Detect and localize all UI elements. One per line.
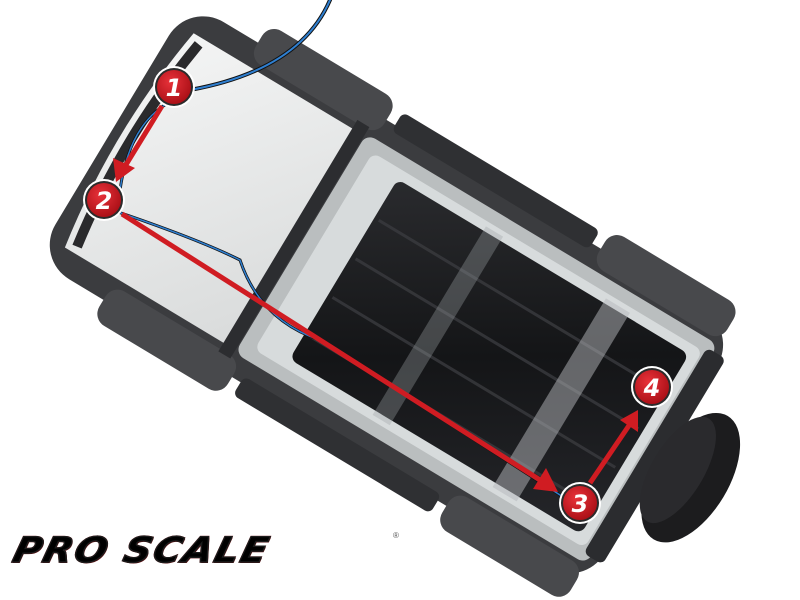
arrow-2-to-3 — [120, 211, 558, 492]
front-fender-bottom — [97, 289, 237, 391]
logo-text: PRO SCALE — [8, 529, 275, 571]
svg-text:2: 2 — [96, 187, 113, 215]
spare-tire — [639, 412, 741, 543]
rear-fender-top — [596, 235, 736, 337]
routing-arrows — [113, 104, 638, 492]
side-step-top — [393, 114, 598, 248]
clear-strap-2 — [492, 298, 630, 502]
step-marker-3: 3 — [559, 482, 601, 524]
rear-fender-bottom — [440, 495, 579, 597]
step-marker-2: 2 — [83, 179, 125, 221]
clear-strap-1 — [372, 226, 504, 426]
hood-interior — [64, 33, 357, 346]
dark-bed — [292, 182, 687, 532]
pro-scale-logo: PRO SCALE — [8, 529, 275, 571]
svg-text:3: 3 — [572, 490, 589, 518]
front-fender-top — [253, 29, 393, 131]
step-marker-1: 1 — [153, 66, 195, 108]
svg-text:4: 4 — [643, 374, 661, 402]
truck-body — [49, 16, 741, 597]
arrow-1-to-2 — [113, 104, 165, 182]
arrow-3-to-4 — [587, 410, 638, 485]
registered-mark: ® — [393, 531, 399, 540]
step-marker-4: 4 — [631, 366, 673, 408]
svg-text:1: 1 — [166, 74, 183, 102]
side-step-bottom — [235, 378, 440, 512]
rear-bumper — [585, 349, 724, 563]
